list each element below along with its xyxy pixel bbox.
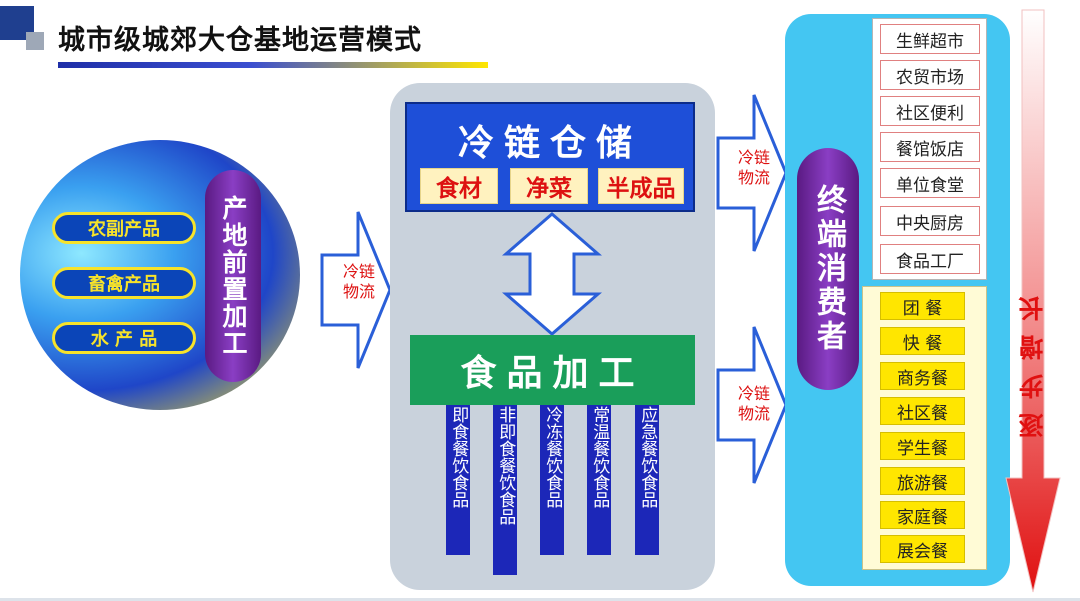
processing-type-non-ready-to-eat: 非即食餐饮食品 <box>493 405 517 575</box>
storage-item-clean-vegetables: 净菜 <box>510 168 588 204</box>
processing-type-ready-to-eat: 即食餐饮食品 <box>446 405 470 555</box>
outlet-item: 社区便利 <box>880 96 980 126</box>
processing-type-frozen: 冷冻餐饮食品 <box>540 405 564 555</box>
meal-item: 快 餐 <box>880 327 965 355</box>
meal-item: 团 餐 <box>880 292 965 320</box>
processing-type-ambient: 常温餐饮食品 <box>587 405 611 555</box>
cold-storage-title: 冷链仓储 <box>457 123 642 164</box>
outlet-item: 单位食堂 <box>880 168 980 198</box>
origin-processing-capsule: 产地前置加工 <box>205 170 261 382</box>
cold-chain-arrow-3-label: 冷链 物流 <box>737 384 770 423</box>
bottom-divider <box>0 598 1080 601</box>
growth-label: 逐步增长 <box>1018 282 1047 438</box>
terminal-consumer-capsule: 终端消费者 <box>797 148 859 390</box>
outlet-item: 食品工厂 <box>880 244 980 274</box>
meal-item: 社区餐 <box>880 397 965 425</box>
outlet-item: 生鲜超市 <box>880 24 980 54</box>
processing-type-emergency: 应急餐饮食品 <box>635 405 659 555</box>
title-underline-bar <box>58 62 488 68</box>
cold-chain-arrow-2-label: 冷链 物流 <box>737 148 770 187</box>
title-decoration-square-small <box>26 32 44 50</box>
outlet-item: 中央厨房 <box>880 206 980 236</box>
food-processing-box: 食品加工 <box>410 335 695 405</box>
cold-chain-arrow-1-label: 冷链 物流 <box>342 262 375 301</box>
storage-item-ingredients: 食材 <box>420 168 498 204</box>
meal-item: 学生餐 <box>880 432 965 460</box>
food-processing-title: 食品加工 <box>460 353 645 394</box>
meal-item: 展会餐 <box>880 535 965 563</box>
product-pill-aquatic: 水 产 品 <box>52 322 196 354</box>
meal-item: 家庭餐 <box>880 501 965 529</box>
outlet-item: 农贸市场 <box>880 60 980 90</box>
meal-item: 旅游餐 <box>880 467 965 495</box>
product-pill-livestock: 畜禽产品 <box>52 267 196 299</box>
page-title: 城市级城郊大仓基地运营模式 <box>58 25 422 56</box>
meal-item: 商务餐 <box>880 362 965 390</box>
product-pill-agricultural: 农副产品 <box>52 212 196 244</box>
storage-item-semi-finished: 半成品 <box>598 168 684 204</box>
outlet-item: 餐馆饭店 <box>880 132 980 162</box>
